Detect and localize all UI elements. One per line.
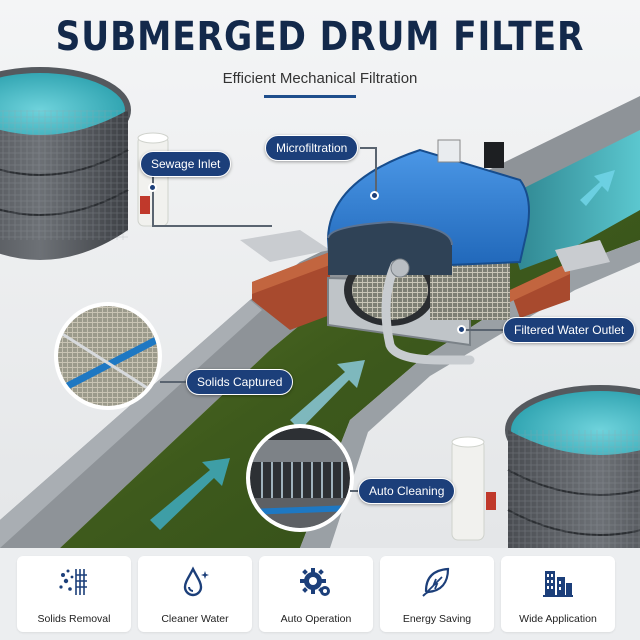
- leader-line-solids: [160, 381, 188, 383]
- feature-label: Auto Operation: [280, 613, 352, 625]
- water-drop-icon: [138, 565, 252, 599]
- callout-solids-captured: Solids Captured: [186, 369, 294, 395]
- leader-line-microfiltration-v: [375, 147, 377, 195]
- leader-line-cleaning: [350, 490, 362, 492]
- page-title: SUBMERGED DRUM FILTER: [55, 14, 585, 60]
- subtitle-divider: [264, 95, 356, 98]
- callout-microfiltration: Microfiltration: [265, 135, 359, 161]
- callout-auto-cleaning: Auto Cleaning: [358, 478, 456, 504]
- leaf-plug-icon: [380, 565, 494, 599]
- particles-icon: [17, 565, 131, 599]
- drum-filter-illustration: [0, 0, 640, 548]
- leader-line-sewage-inlet-h: [152, 225, 272, 227]
- feature-label: Energy Saving: [402, 613, 472, 625]
- callout-dot-microfiltration: [370, 191, 379, 200]
- callout-dot-outlet: [457, 325, 466, 334]
- callout-dot-sewage-inlet: [148, 183, 157, 192]
- leader-line-sewage-inlet: [152, 175, 154, 225]
- feature-bar: Solids Removal Cleaner Water: [0, 548, 640, 640]
- callout-filtered-water-outlet: Filtered Water Outlet: [503, 317, 636, 343]
- feature-label: Wide Application: [519, 613, 597, 625]
- leader-line-microfiltration: [360, 147, 376, 149]
- feature-label: Cleaner Water: [161, 613, 229, 625]
- buildings-icon: [501, 565, 615, 599]
- feature-wide-application: Wide Application: [501, 556, 615, 632]
- feature-auto-operation: Auto Operation: [259, 556, 373, 632]
- page-subtitle: Efficient Mechanical Filtration: [222, 70, 418, 87]
- feature-solids-removal: Solids Removal: [17, 556, 131, 632]
- illustration: [0, 0, 640, 548]
- leader-line-outlet: [462, 329, 510, 331]
- feature-cleaner-water: Cleaner Water: [138, 556, 252, 632]
- feature-label: Solids Removal: [37, 613, 111, 625]
- feature-energy-saving: Energy Saving: [380, 556, 494, 632]
- gear-icon: [259, 565, 373, 599]
- callout-sewage-inlet: Sewage Inlet: [140, 151, 232, 177]
